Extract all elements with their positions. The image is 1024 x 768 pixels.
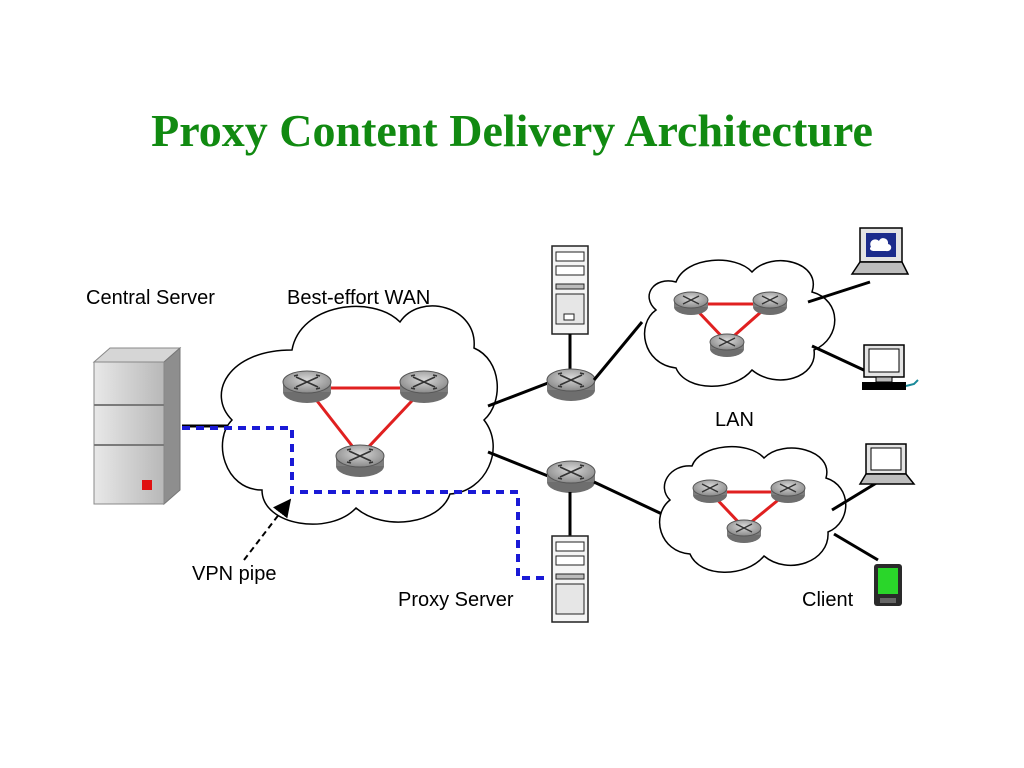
laptop-icon [858,443,916,485]
page-title: Proxy Content Delivery Architecture [151,105,873,156]
vpn-pipe-path [182,426,550,580]
proxy-server [551,535,589,623]
top-proxy-server-icon [551,245,589,335]
power-light-icon [142,480,152,490]
central-server [92,346,182,506]
vpn-pipe-arrow-icon [243,498,292,561]
laptop-icon [850,227,910,275]
wan-label: Best-effort WAN [287,287,430,309]
lan-router-icon [752,291,788,316]
wan-router-icon [399,370,449,404]
vpn-pipe-label: VPN pipe [192,563,277,585]
lan-router-icon [770,479,806,504]
desktop-computer-icon [862,344,919,390]
link-edge-lan-bottom [593,480,663,516]
wan-cloud [220,305,498,525]
link-wan-edge-top [487,381,549,408]
pda-client-icon [874,564,902,606]
lan-router-icon [673,291,709,316]
link-wan-edge-bottom [487,450,549,478]
lan-cloud-bottom [659,445,847,573]
client-label: Client [802,589,854,611]
edge-router-bottom-icon [546,460,596,494]
link-edge-lan-top [592,321,644,381]
wan-router-icon [335,444,385,478]
lan-router-icon [709,333,745,358]
edge-router-top-icon [546,368,596,402]
wan-router-icon [282,370,332,404]
lan-router-icon [692,479,728,504]
lan-cloud-top [643,259,836,387]
lan-router-icon [726,519,762,544]
central-server-label: Central Server [86,287,215,309]
proxy-server-label: Proxy Server [398,589,514,611]
lan-label: LAN [715,409,754,431]
